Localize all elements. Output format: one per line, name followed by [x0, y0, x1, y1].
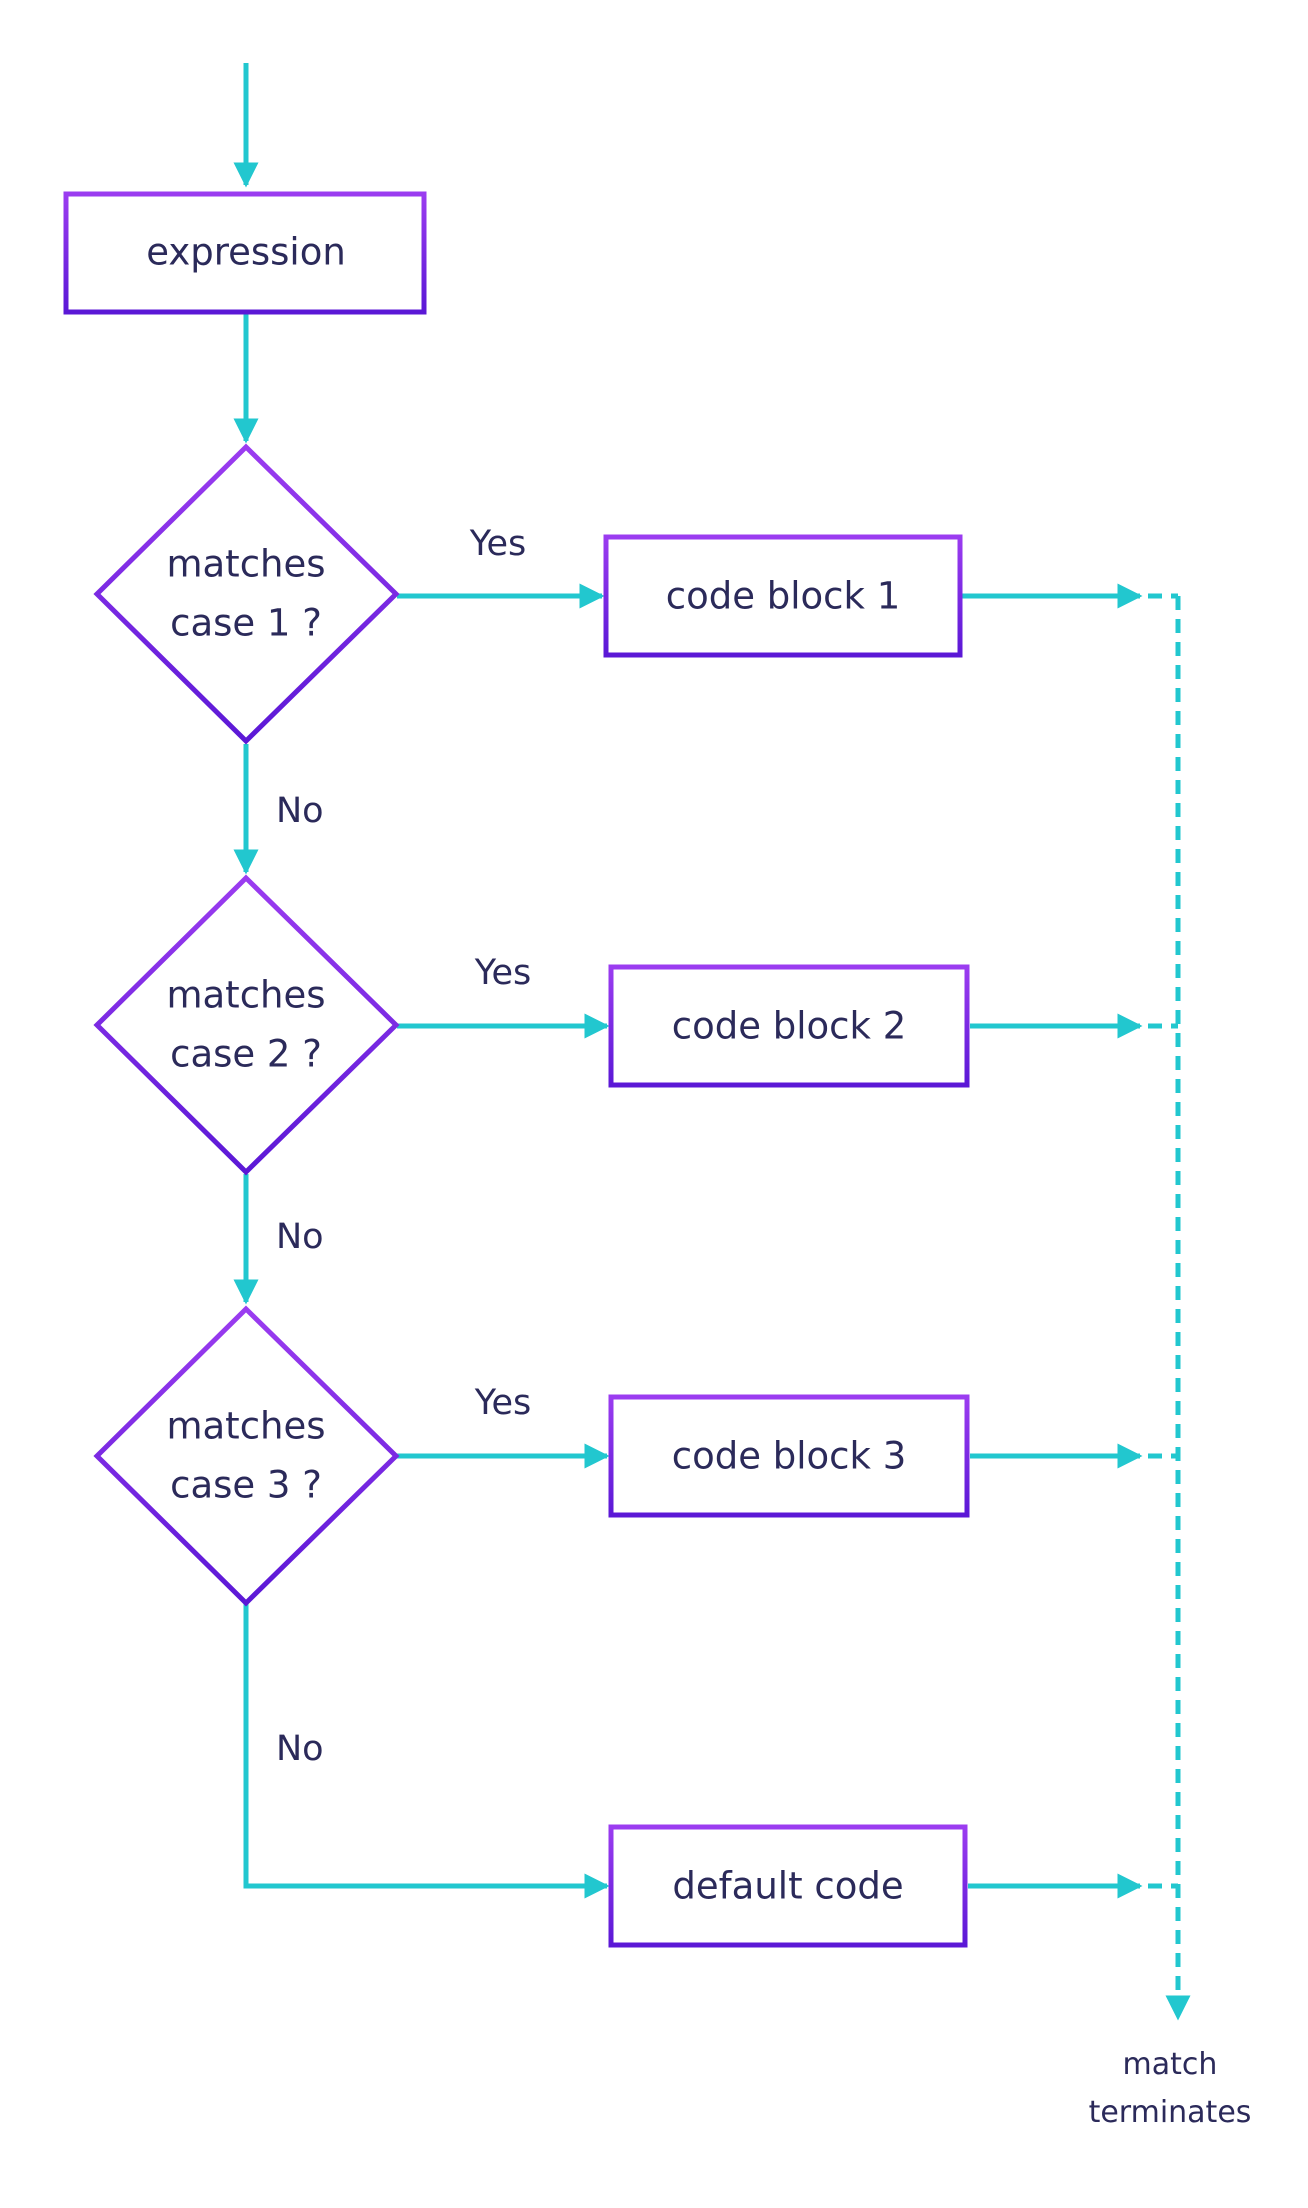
- no-label-3: No: [276, 1729, 324, 1769]
- decision-node-case3: matches case 3 ?: [93, 1305, 400, 1607]
- terminal-label-line1: match: [1123, 2047, 1218, 2082]
- no-label-2: No: [276, 1217, 324, 1257]
- default-code-label: default code: [672, 1865, 903, 1908]
- arrow-decision3-no: [243, 1604, 610, 1899]
- dashed-collector: [1148, 593, 1191, 2021]
- decision1-line2: case 1 ?: [170, 602, 322, 645]
- decision2-line2: case 2 ?: [170, 1033, 322, 1076]
- expression-label: expression: [146, 231, 346, 274]
- connectors: [233, 63, 1143, 1899]
- decision-node-case2: matches case 2 ?: [93, 874, 400, 1176]
- code-block-2-label: code block 2: [672, 1005, 906, 1048]
- decision-node-case1: matches case 1 ?: [93, 443, 400, 745]
- yes-label-3: Yes: [474, 1383, 532, 1423]
- code-block-1-node: code block 1: [603, 534, 963, 658]
- terminal-label-line2: terminates: [1089, 2095, 1252, 2130]
- decision1-line1: matches: [166, 543, 325, 586]
- expression-node: expression: [63, 191, 427, 315]
- code-block-1-label: code block 1: [666, 575, 900, 618]
- code-block-3-label: code block 3: [672, 1435, 906, 1478]
- decision3-line1: matches: [166, 1405, 325, 1448]
- decision2-line1: matches: [166, 974, 325, 1017]
- yes-label-1: Yes: [469, 524, 527, 564]
- decision3-line2: case 3 ?: [170, 1464, 322, 1507]
- code-block-2-node: code block 2: [608, 964, 970, 1088]
- code-block-3-node: code block 3: [608, 1394, 970, 1518]
- no-label-1: No: [276, 791, 324, 831]
- yes-label-2: Yes: [474, 953, 532, 993]
- default-code-node: default code: [608, 1824, 968, 1948]
